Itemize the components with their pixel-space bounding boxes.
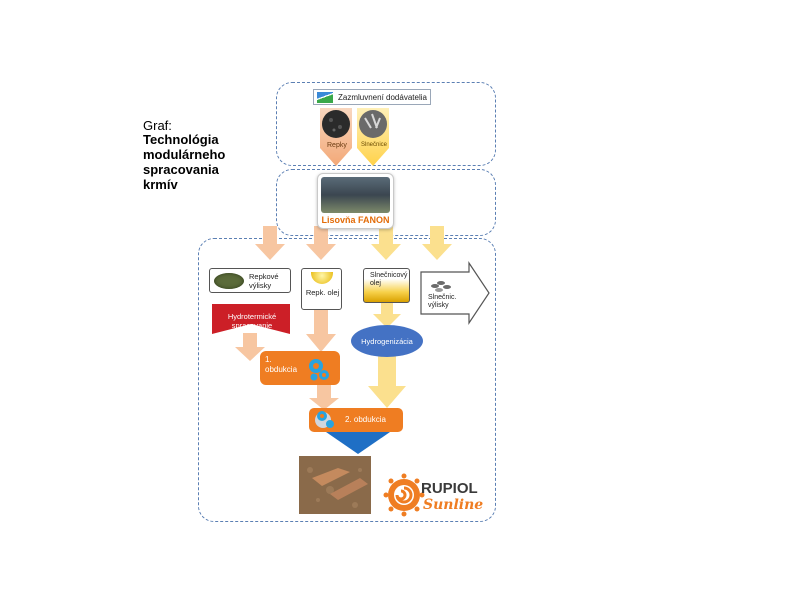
- arrow-hydrothermal-to-coating1: [235, 333, 265, 361]
- rapeseed-cake-image: [214, 273, 244, 289]
- graph-title: Technológia modulárneho spracovania krmí…: [143, 132, 226, 192]
- gear-icon: [309, 359, 329, 381]
- rapeseed-cake-card: Repkové výlisky: [209, 268, 291, 293]
- rupiol-logo-icon: [383, 473, 425, 517]
- hydrothermal-shape: [212, 304, 290, 334]
- arrow-oil-to-coating1: [306, 308, 336, 352]
- arrow-coating1-to-coating2: [309, 384, 339, 410]
- arrow-to-rapeseed-oil: [306, 226, 336, 260]
- arrow-sunoil-to-hydrogenation: [373, 302, 401, 328]
- supplier-box: Zazmluvnení dodávatelia: [313, 89, 431, 105]
- output-funnel-shape: [326, 432, 390, 454]
- hydrothermal-label: Hydrotermické spracovanie: [227, 312, 277, 330]
- arrow-hydrogenation-to-coating2: [368, 356, 406, 408]
- rapeseed-oil-card: Repk. olej: [301, 268, 342, 310]
- sunflower-seed-image: [359, 110, 387, 138]
- arrow-to-sunflower-cake: [422, 226, 452, 260]
- sunflower-oil-label: Slnečnicový olej: [370, 272, 408, 287]
- gear-icon: [315, 411, 334, 428]
- logo-script: Sunline: [423, 497, 484, 513]
- field-icon: [317, 92, 333, 103]
- coating1-label: 1. obdukcia: [265, 355, 298, 374]
- sunflower-oil-card: Slnečnicový olej: [363, 268, 410, 303]
- sunflower-cake-arrow: [420, 261, 490, 325]
- graph-label: Graf:: [143, 118, 172, 133]
- oil-bowl-icon: [311, 272, 333, 284]
- sunflower-label: Slnečnice: [361, 142, 388, 148]
- press-label: Lisovňa FANON: [321, 215, 390, 225]
- supplier-label: Zazmluvnení dodávatelia: [338, 93, 427, 102]
- press-box: Lisovňa FANON: [317, 173, 394, 229]
- arrow-to-rapeseed-cake: [255, 226, 285, 260]
- rapeseed-label: Repky: [327, 142, 347, 149]
- hydrogenation-shape: [351, 325, 423, 357]
- processing-group: [198, 238, 496, 522]
- hydrogenation-label: Hydrogenizácia: [361, 337, 413, 346]
- sunflower-cake-label: Slnečnic. výlisky: [428, 294, 457, 309]
- logo-name: RUPIOL: [421, 480, 478, 497]
- arrow-to-sunflower-oil: [371, 226, 401, 260]
- sunflower-cake-image: [431, 281, 451, 292]
- rapeseed-oil-label: Repk. olej: [305, 288, 340, 297]
- supplier-group: [276, 82, 496, 166]
- press-photo: [321, 177, 390, 213]
- coating2-label: 2. obdukcia: [345, 415, 386, 424]
- rapeseed-seed-image: [322, 110, 350, 138]
- rapeseed-cake-label: Repkové výlisky: [249, 272, 279, 290]
